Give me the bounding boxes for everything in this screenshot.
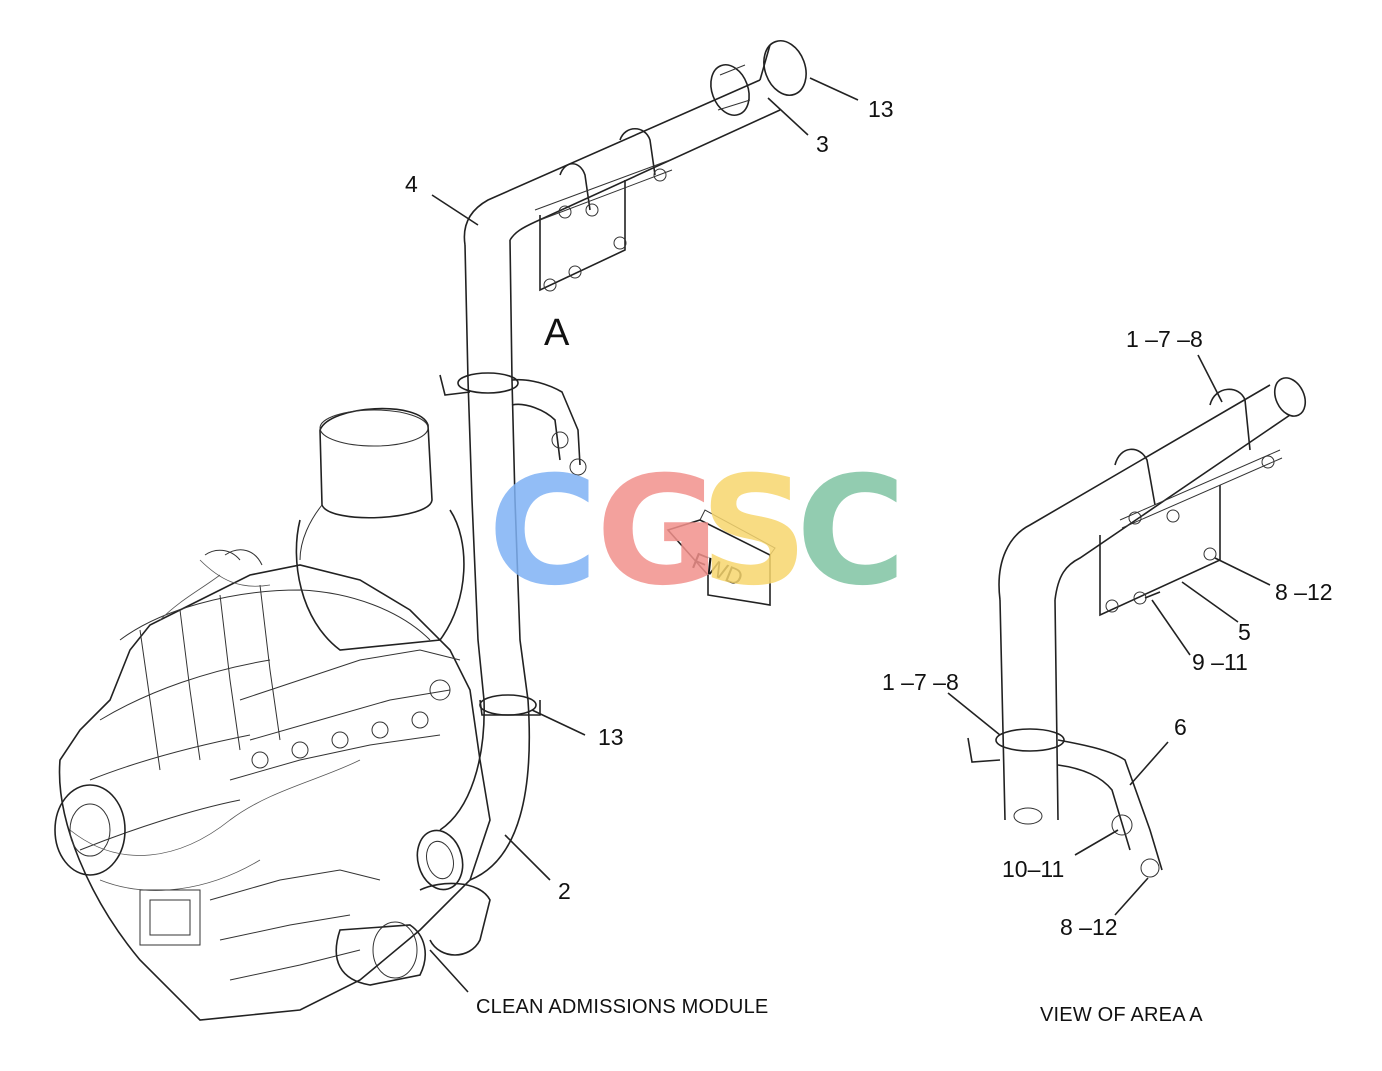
callout-6: 6	[1174, 714, 1187, 740]
watermark-letter-g: G	[596, 445, 719, 619]
callouts-main: 13 3 4 A 13 2	[405, 96, 894, 904]
main-pipe-assembly	[416, 40, 807, 891]
area-a-marker: A	[544, 312, 570, 354]
leader-lines	[429, 77, 1271, 993]
engine-drawing	[54, 407, 491, 1021]
callout-1-7-8-top: 1 –7 –8	[1126, 326, 1203, 352]
callout-13-top: 13	[868, 96, 894, 122]
callout-13-mid: 13	[598, 724, 624, 750]
caption-view-of-area-a: VIEW OF AREA A	[1040, 1004, 1203, 1026]
callout-10-11: 10–11	[1002, 856, 1064, 882]
callout-5: 5	[1238, 619, 1251, 645]
callouts-view: 1 –7 –8 8 –12 5 9 –11 1 –7 –8 6 10–11 8 …	[882, 326, 1333, 940]
watermark-letter-c1: C	[488, 445, 598, 619]
watermark-letter-c2: C	[796, 445, 906, 619]
callout-1-7-8-left: 1 –7 –8	[882, 669, 959, 695]
callout-3: 3	[816, 131, 829, 157]
callout-2: 2	[558, 878, 571, 904]
watermark-cgsc: C G S C	[488, 445, 906, 619]
caption-clean-admissions-module: CLEAN ADMISSIONS MODULE	[476, 996, 768, 1018]
callout-9-11: 9 –11	[1192, 649, 1248, 675]
callout-4: 4	[405, 171, 418, 197]
callout-8-12-bottom: 8 –12	[1060, 914, 1118, 940]
callout-8-12-right: 8 –12	[1275, 579, 1333, 605]
area-a-detail-drawing	[967, 377, 1307, 878]
watermark-letter-s: S	[700, 445, 808, 619]
